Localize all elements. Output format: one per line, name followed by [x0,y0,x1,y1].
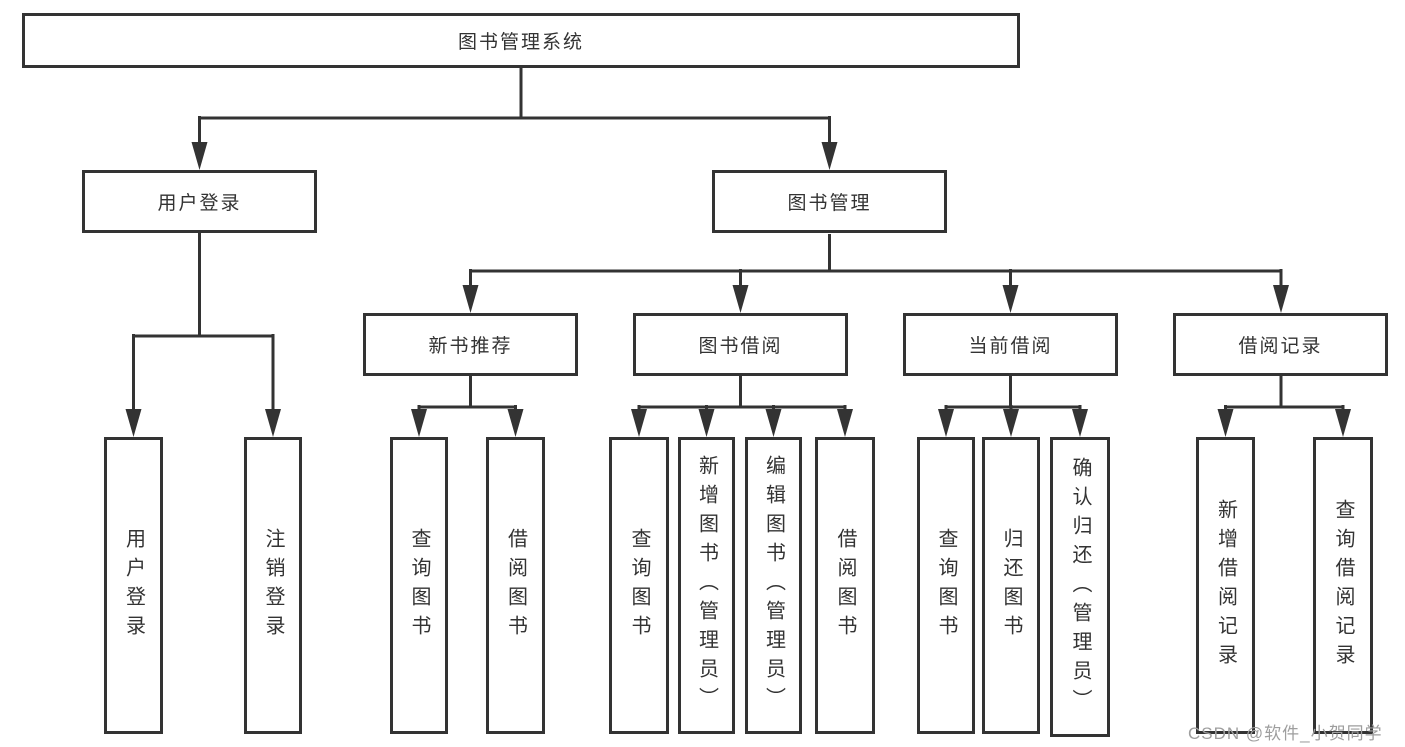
node-new-book-recommend: 新书推荐 [363,313,578,376]
leaf-add-borrow-record-label: 新增借阅记录 [1214,498,1237,673]
connector-current-borrow-children [938,376,1088,437]
arrow-down-icon [462,285,479,313]
arrow-down-icon [265,409,281,437]
leaf-borrow-books-recommend-label: 借阅图书 [504,527,527,644]
node-book-borrow-label: 图书借阅 [698,336,783,357]
arrow-down-icon [698,409,715,437]
leaf-borrow-books-2-label: 借阅图书 [834,527,856,644]
leaf-add-book-admin: 新增图书（管理员） [678,437,735,734]
leaf-edit-book-admin-label: 编辑图书（管理员） [762,455,785,716]
arrow-down-icon [765,409,782,437]
node-library-system: 图书管理系统 [22,13,1020,68]
leaf-borrow-books-recommend: 借阅图书 [486,437,545,734]
node-user-login: 用户登录 [82,170,317,233]
node-book-borrow: 图书借阅 [633,313,848,376]
leaf-query-borrow-record-label: 查询借阅记录 [1332,498,1354,673]
leaf-confirm-return-admin-label: 确认归还（管理员） [1069,456,1091,718]
leaf-query-books-borrow: 查询图书 [609,437,669,734]
leaf-query-books-borrow-label: 查询图书 [628,527,650,644]
leaf-user-login-label: 用户登录 [122,527,145,644]
node-library-system-label: 图书管理系统 [457,32,584,53]
leaf-query-books-current-label: 查询图书 [935,527,957,644]
node-borrow-records: 借阅记录 [1173,313,1388,376]
arrow-down-icon [821,142,838,170]
node-book-management: 图书管理 [712,170,947,233]
node-borrow-records-label: 借阅记录 [1238,336,1323,357]
leaf-add-borrow-record: 新增借阅记录 [1196,437,1255,734]
connector-user-login-children [125,233,281,437]
leaf-edit-book-admin: 编辑图书（管理员） [745,437,802,734]
arrow-down-icon [1003,409,1019,437]
node-book-management-label: 图书管理 [787,193,872,214]
node-new-book-recommend-label: 新书推荐 [428,336,513,357]
leaf-return-book-label: 归还图书 [1000,527,1022,644]
node-current-borrow-label: 当前借阅 [968,336,1053,357]
connector-book-borrow-children [631,376,853,437]
arrow-down-icon [1273,285,1289,313]
connector-book-management-children [462,234,1289,313]
arrow-down-icon [125,409,142,437]
arrow-down-icon [631,409,647,437]
leaf-query-books-current: 查询图书 [917,437,975,734]
csdn-watermark: CSDN @软件_小贺同学 [1188,724,1383,743]
arrow-down-icon [1335,409,1351,437]
leaf-query-books-recommend: 查询图书 [390,437,448,734]
leaf-confirm-return-admin: 确认归还（管理员） [1050,437,1110,737]
arrow-down-icon [1002,285,1019,313]
arrow-down-icon [507,409,524,437]
connector-borrow-records-children [1217,376,1351,437]
leaf-add-book-admin-label: 新增图书（管理员） [695,455,718,716]
arrow-down-icon [732,285,749,313]
leaf-logout: 注销登录 [244,437,302,734]
arrow-down-icon [1217,409,1234,437]
leaf-user-login: 用户登录 [104,437,163,734]
leaf-return-book: 归还图书 [982,437,1040,734]
node-current-borrow: 当前借阅 [903,313,1118,376]
arrow-down-icon [1072,409,1088,437]
arrow-down-icon [837,409,853,437]
node-user-login-label: 用户登录 [157,193,242,214]
leaf-logout-label: 注销登录 [262,527,284,644]
connector-root-to-level2 [191,68,838,170]
leaf-query-borrow-record: 查询借阅记录 [1313,437,1373,734]
arrow-down-icon [191,142,208,170]
arrow-down-icon [411,409,427,437]
leaf-borrow-books-2: 借阅图书 [815,437,875,734]
connector-new-book-children [411,376,524,437]
leaf-query-books-recommend-label: 查询图书 [408,527,430,644]
arrow-down-icon [938,409,954,437]
